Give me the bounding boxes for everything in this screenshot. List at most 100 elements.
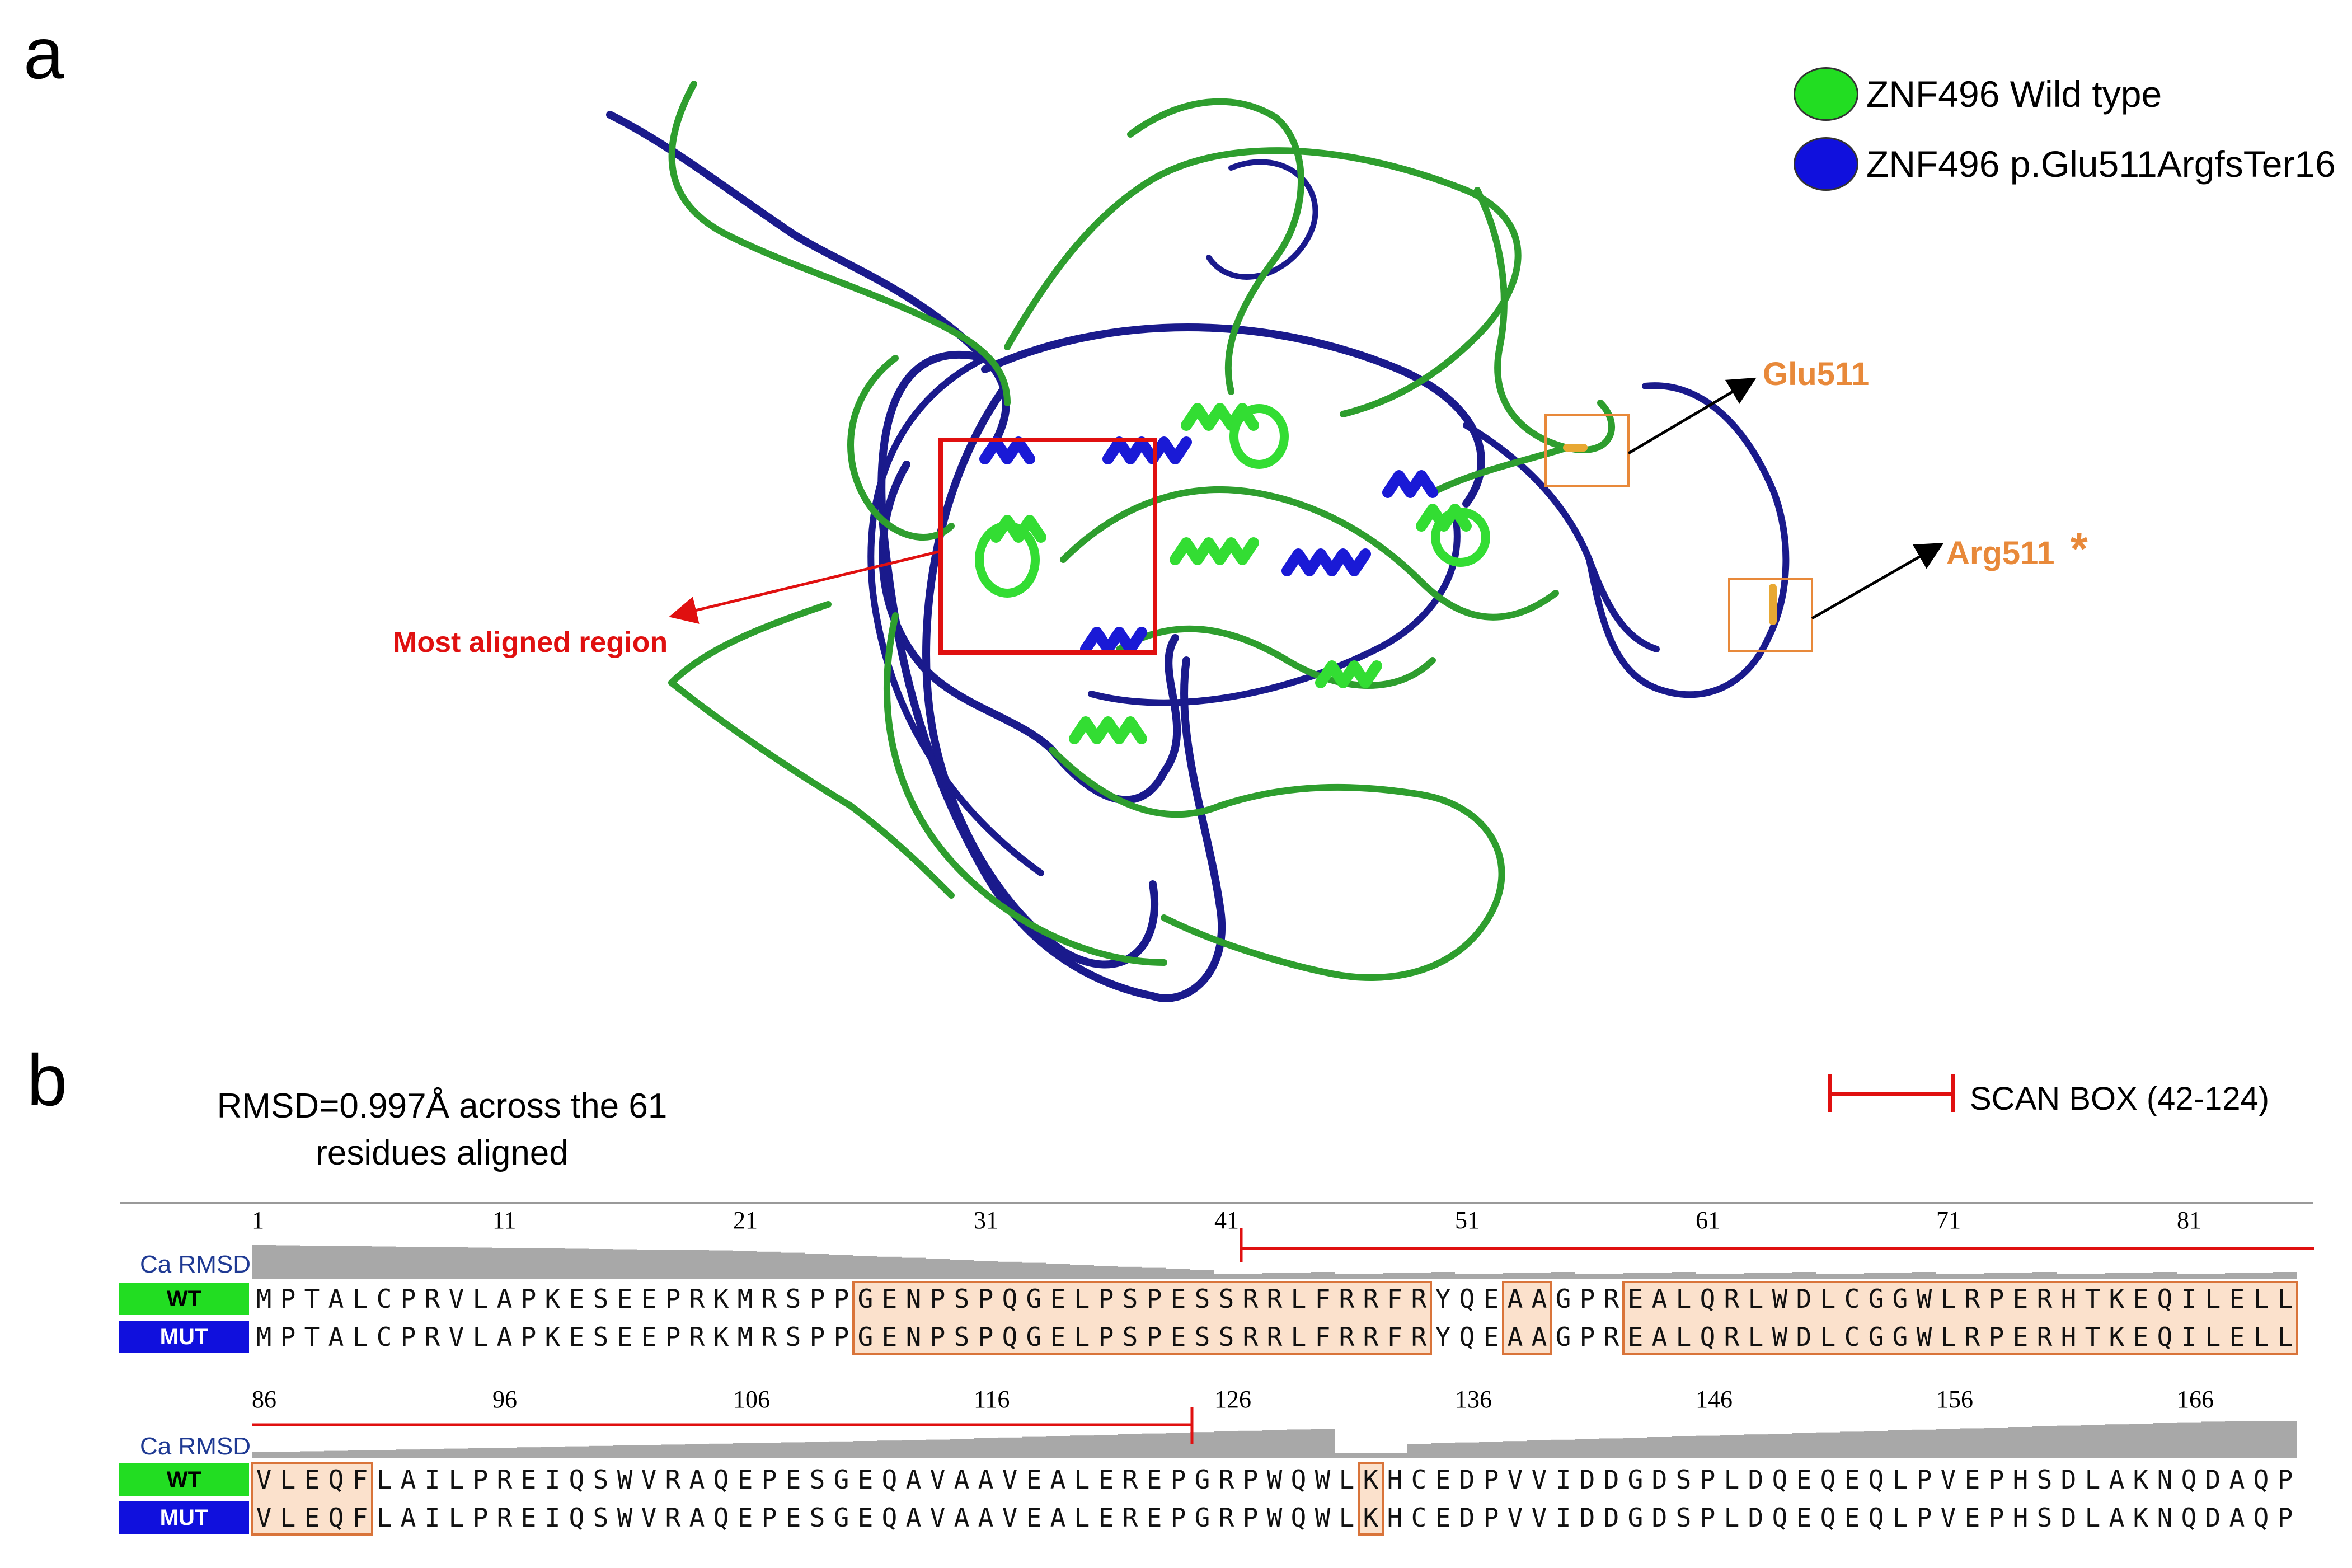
mut-helix-3	[1080, 627, 1147, 655]
row2-wt-residue: L	[1339, 1464, 1355, 1495]
row2-wt-residue: A	[954, 1464, 970, 1495]
rmsd-bar	[2008, 1273, 2032, 1279]
rmsd-bar	[1960, 1428, 1984, 1458]
row1-mut-residue: E	[881, 1322, 898, 1352]
legend-wild-type: ZNF496 Wild type	[1794, 67, 2162, 121]
row1-mut-residue: T	[304, 1322, 320, 1352]
row2-mut-residue: Q	[1820, 1503, 1836, 1533]
row2-mut-residue: D	[1603, 1503, 1619, 1533]
row1-wt-residue: L	[2253, 1284, 2269, 1314]
row1-wt-residue: S	[1122, 1284, 1138, 1314]
row2-wt-residue: Q	[569, 1464, 585, 1495]
row1-mut-residue: E	[569, 1322, 585, 1352]
rmsd-bar	[2177, 1274, 2201, 1279]
row1-mut-residue: P	[1146, 1322, 1162, 1352]
row2-mut-residue: E	[1098, 1503, 1114, 1533]
row2-wt-residue: E	[1796, 1464, 1812, 1495]
row2-mut-residue: R	[496, 1503, 513, 1533]
row1-wt-residue: L	[1074, 1284, 1090, 1314]
row2-mut-residue: E	[1796, 1503, 1812, 1533]
row1-wt-residue: L	[1820, 1284, 1836, 1314]
row1-wt-residue: P	[520, 1284, 537, 1314]
row1-mut-residue: R	[2036, 1322, 2053, 1352]
row1-mut-residue: P	[929, 1322, 946, 1352]
row1-wt-residue: W	[1916, 1284, 1932, 1314]
row2-mut-residue: D	[1459, 1503, 1475, 1533]
rmsd-bar	[1238, 1274, 1262, 1279]
aligned-residue-highlight	[852, 1281, 1432, 1355]
row2-wt-residue: Q	[1868, 1464, 1884, 1495]
row2-mut-residue: P	[1483, 1503, 1499, 1533]
row1-mut-label: MUT	[119, 1321, 249, 1353]
row2-mut-residue: A	[978, 1503, 994, 1533]
rmsd-bar	[468, 1247, 492, 1279]
rmsd-bar	[2081, 1274, 2105, 1279]
rmsd-bar	[2201, 1274, 2225, 1279]
aligned-residue-highlight	[1502, 1281, 1552, 1355]
row1-wt-residue: A	[1651, 1284, 1668, 1314]
rmsd-bar	[1262, 1273, 1287, 1279]
rmsd-bar	[2249, 1273, 2273, 1279]
row2-wt-residue: D	[2205, 1464, 2221, 1495]
row2-mut-residue: A	[689, 1503, 705, 1533]
row2-mut-residue: V	[641, 1503, 657, 1533]
rmsd-bar	[1768, 1434, 1792, 1458]
row2-wt-residue: P	[761, 1464, 777, 1495]
row2-mut-residue: P	[1700, 1503, 1716, 1533]
rmsd-bar	[276, 1452, 300, 1458]
rmsd-bar	[1768, 1273, 1792, 1279]
row2-wt-residue: I	[544, 1464, 561, 1495]
rmsd-bar	[348, 1450, 372, 1458]
row2-mut-residue: Q	[1868, 1503, 1884, 1533]
rmsd-bar	[1383, 1273, 1407, 1279]
row2-wt-residue: Q	[2253, 1464, 2269, 1495]
rmsd-bar	[1599, 1274, 1623, 1279]
protein-structure-overlay	[606, 81, 1944, 1002]
row1-wt-residue: K	[713, 1284, 729, 1314]
row2-wt-residue: I	[424, 1464, 440, 1495]
wt-helix-3	[1069, 716, 1147, 744]
rmsd-bar	[2129, 1424, 2153, 1458]
arg511-arrow	[1811, 543, 1944, 620]
rmsd-bar	[1840, 1431, 1864, 1458]
row1-mut-residue: Q	[1700, 1322, 1716, 1352]
row1-wt-residue: P	[1579, 1284, 1595, 1314]
row2-mut-residue: W	[1315, 1503, 1331, 1533]
row1-wt-residue: M	[256, 1284, 272, 1314]
row1-mut-residue: L	[1748, 1322, 1764, 1352]
rmsd-bar	[1455, 1274, 1479, 1279]
rmsd-bar	[709, 1443, 733, 1458]
glu511-arrow	[1627, 377, 1757, 455]
row1-wt-residue: R	[1266, 1284, 1283, 1314]
row2-wt-residue: S	[593, 1464, 609, 1495]
rmsd-bar	[1888, 1430, 1912, 1458]
wt-helix-2	[1170, 537, 1259, 565]
rmsd-bar	[2057, 1425, 2081, 1458]
row2-wt-residue: R	[496, 1464, 513, 1495]
row1-mut-residue: Q	[2157, 1322, 2173, 1352]
wt-backbone-loop-mid	[1060, 486, 1559, 621]
row1-mut-residue: A	[1531, 1322, 1547, 1352]
rmsd-bar	[276, 1245, 300, 1279]
row1-mut-residue: E	[1627, 1322, 1644, 1352]
rmsd-bar	[541, 1447, 565, 1458]
legend-mut-swatch	[1794, 137, 1858, 191]
wt-helix-1	[1181, 403, 1259, 431]
row2-wt-residue: W	[1315, 1464, 1331, 1495]
row1-scan-box-bar	[1240, 1228, 2314, 1262]
row1-wt-residue: A	[1531, 1284, 1547, 1314]
rmsd-bar	[1311, 1429, 1335, 1458]
row1-wt-residue: P	[1098, 1284, 1114, 1314]
rmsd-bar	[2153, 1272, 2177, 1279]
mut-backbone-arc-left	[867, 355, 1044, 876]
row2-scan-box-bar	[252, 1407, 1194, 1444]
rmsd-bar	[733, 1443, 757, 1458]
row2-mut-residue: L	[1892, 1503, 1908, 1533]
panel-b-letter: b	[27, 1039, 68, 1121]
row2-wt-residue: K	[2133, 1464, 2149, 1495]
mut-backbone-loop-5	[879, 461, 1056, 754]
rmsd-bar	[1070, 1265, 1094, 1279]
row1-mut-residue: P	[400, 1322, 416, 1352]
row1-rmsd-track	[252, 1245, 2297, 1279]
row2-wt-residue: L	[448, 1464, 464, 1495]
